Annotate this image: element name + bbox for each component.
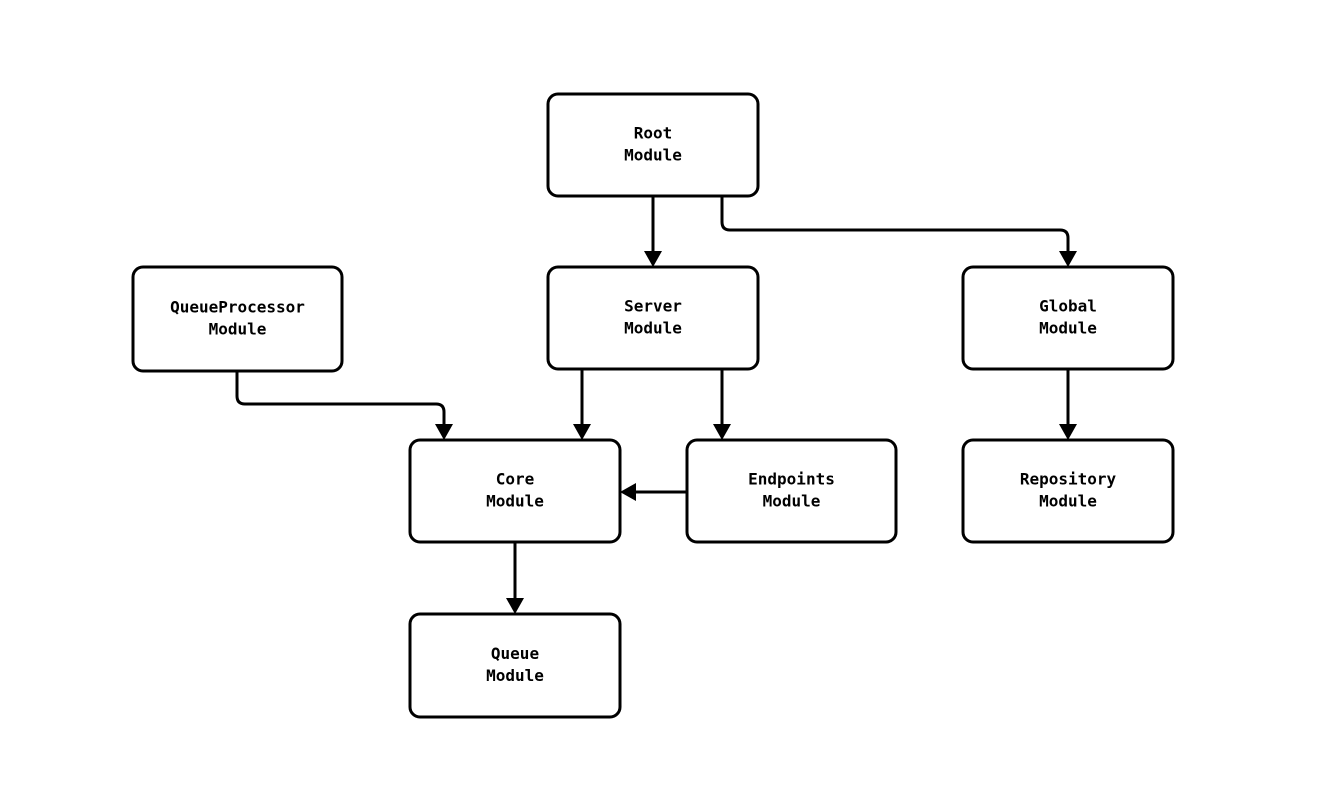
core-module-label-line2: Module	[486, 492, 544, 511]
edge-core-to-queue-arrowhead	[506, 598, 524, 614]
edge-global-to-repository	[1059, 369, 1077, 440]
repository-module-label-line1: Repository	[1020, 470, 1117, 489]
server-module-label-line1: Server	[624, 297, 682, 316]
edges-layer	[235, 196, 1077, 614]
edge-endpoints-to-core	[620, 483, 687, 501]
endpoints-module-label-line1: Endpoints	[748, 470, 835, 489]
global-module-label-line1: Global	[1039, 297, 1097, 316]
global-module-label-line2: Module	[1039, 319, 1097, 338]
edge-server-to-endpoints	[713, 369, 731, 440]
queueprocessor-module-label-line2: Module	[209, 320, 267, 339]
server-module-label-line2: Module	[624, 319, 682, 338]
edge-root-to-server	[644, 196, 662, 267]
endpoints-module-label-line2: Module	[763, 492, 821, 511]
endpoints-module-box[interactable]	[685, 438, 898, 544]
edge-root-to-server-arrowhead	[644, 251, 662, 267]
root-module-label-line1: Root	[634, 124, 673, 143]
repository-module-label-line2: Module	[1039, 492, 1097, 511]
nodes-layer: RootModuleQueueProcessorModuleServerModu…	[131, 92, 1175, 719]
edge-endpoints-to-core-arrowhead	[620, 483, 636, 501]
queue-module-label-line2: Module	[486, 666, 544, 685]
queueprocessor-module-box[interactable]	[131, 265, 344, 373]
edge-queueprocessor-to-core	[235, 371, 453, 440]
edge-root-to-global-arrowhead	[1059, 251, 1077, 267]
server-module-box[interactable]	[546, 265, 760, 371]
queueprocessor-module-label-line1: QueueProcessor	[170, 298, 305, 317]
edge-root-to-global-line	[720, 196, 1070, 252]
edge-queueprocessor-to-core-line	[235, 371, 446, 425]
root-module-label-line2: Module	[624, 146, 682, 165]
queue-module-box[interactable]	[408, 612, 622, 719]
core-module-box[interactable]	[408, 438, 622, 544]
repository-module-box[interactable]	[961, 438, 1175, 544]
root-module-box[interactable]	[546, 92, 760, 198]
edge-root-to-global	[720, 196, 1077, 267]
edge-server-to-core-arrowhead	[573, 424, 591, 440]
queue-module-label-line1: Queue	[491, 644, 539, 663]
edge-server-to-endpoints-arrowhead	[713, 424, 731, 440]
edge-global-to-repository-arrowhead	[1059, 424, 1077, 440]
edge-server-to-core	[573, 369, 591, 440]
global-module-box[interactable]	[961, 265, 1175, 371]
edge-queueprocessor-to-core-arrowhead	[435, 424, 453, 440]
edge-core-to-queue	[506, 542, 524, 614]
core-module-label-line1: Core	[496, 470, 535, 489]
